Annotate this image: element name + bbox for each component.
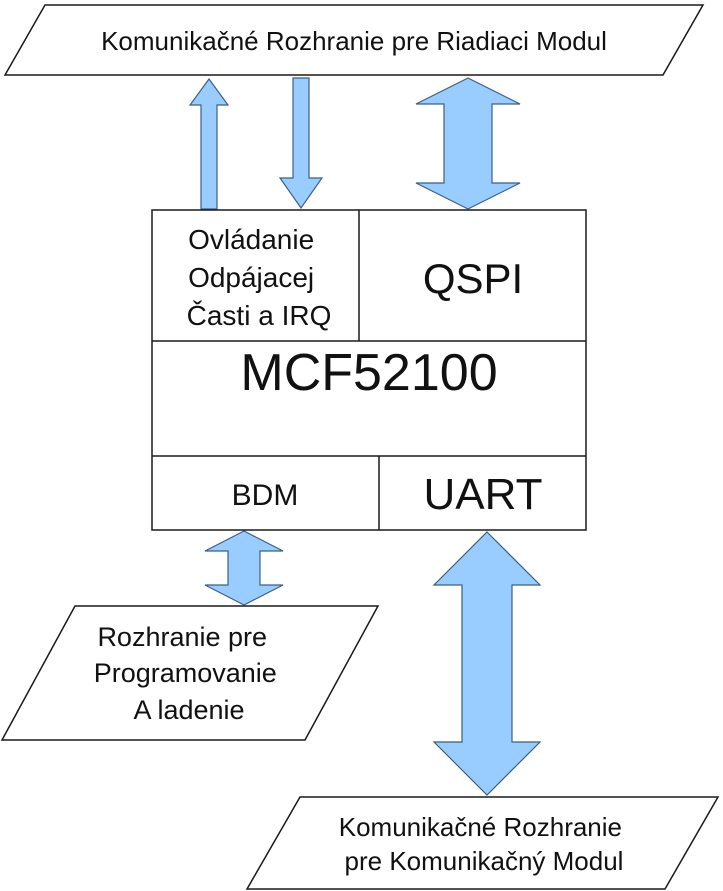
qspi-bidirectional-arrow bbox=[415, 77, 521, 210]
programming-interface: Rozhranie pre Programovanie A ladenie bbox=[0, 605, 380, 741]
uart-bidirectional-arrow bbox=[432, 531, 542, 796]
chip-name: MCF52100 bbox=[240, 344, 497, 402]
comm-interface-line: Komunikačné Rozhranie bbox=[339, 812, 622, 842]
control-line: Odpájacej bbox=[188, 262, 314, 293]
bdm-label: BDM bbox=[232, 479, 299, 512]
control-block-label: Ovládanie Odpájacej Časti a IRQ bbox=[187, 224, 332, 331]
programming-interface-line: A ladenie bbox=[133, 695, 244, 725]
programming-interface-line: Programovanie bbox=[94, 658, 277, 688]
comm-interface: Komunikačné Rozhranie pre Komunikačný Mo… bbox=[245, 796, 720, 890]
comm-interface-line: pre Komunikačný Modul bbox=[345, 846, 624, 876]
programming-interface-label: Rozhranie pre Programovanie A ladenie bbox=[94, 622, 285, 725]
top-interface-label: Komunikačné Rozhranie pre Riadiaci Modul bbox=[101, 26, 607, 56]
chip-block: Ovládanie Odpájacej Časti a IRQ QSPI MCF… bbox=[151, 209, 587, 531]
top-interface: Komunikačné Rozhranie pre Riadiaci Modul bbox=[3, 4, 705, 76]
programming-interface-shape bbox=[0, 605, 380, 741]
control-up-arrow bbox=[188, 77, 230, 210]
comm-interface-shape bbox=[245, 796, 720, 890]
chip-outline bbox=[151, 209, 587, 531]
top-interface-shape bbox=[3, 4, 705, 76]
arrows bbox=[188, 77, 542, 796]
bdm-bidirectional-arrow bbox=[204, 530, 284, 606]
control-down-arrow bbox=[278, 77, 324, 210]
uart-label: UART bbox=[424, 470, 543, 519]
control-line: Časti a IRQ bbox=[187, 300, 332, 331]
qspi-label: QSPI bbox=[423, 255, 523, 302]
control-line: Ovládanie bbox=[188, 224, 314, 255]
comm-interface-label: Komunikačné Rozhranie pre Komunikačný Mo… bbox=[339, 812, 630, 876]
programming-interface-line: Rozhranie pre bbox=[97, 622, 267, 652]
